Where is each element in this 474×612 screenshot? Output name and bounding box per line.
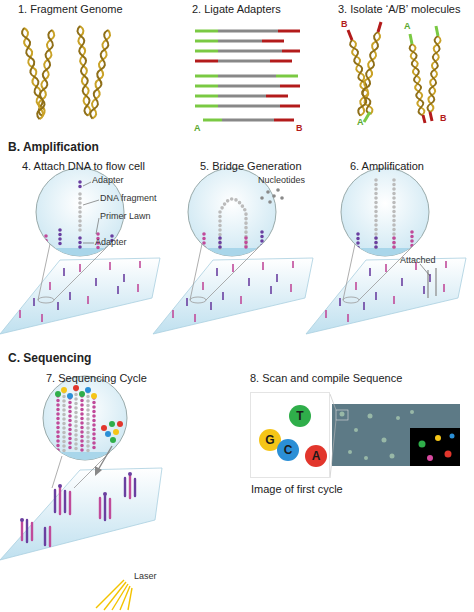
step-title: 5. Bridge Generation xyxy=(200,160,302,172)
base-letter: G xyxy=(265,434,274,446)
dna-helix xyxy=(427,36,441,113)
section-heading: B. Amplification xyxy=(8,141,99,154)
magnifier-bridge xyxy=(182,168,284,303)
dna-helix xyxy=(77,26,91,116)
callout-label: Primer Lawn xyxy=(100,212,151,222)
dna-helix xyxy=(37,30,55,120)
base-circle: A xyxy=(305,445,327,467)
dna-helix xyxy=(89,29,111,119)
genome-fragments xyxy=(21,26,111,120)
flow-cell xyxy=(306,258,466,334)
adapter-letter: A xyxy=(357,118,364,128)
ligated-fragments xyxy=(195,31,300,120)
base-letter: C xyxy=(284,444,293,456)
step-title: 3. Isolate ‘A/B’ molecules xyxy=(338,3,460,15)
adapter-letter: B xyxy=(440,114,447,124)
cycle-image xyxy=(330,394,460,478)
base-letter: T xyxy=(296,410,303,422)
callout-label: Laser xyxy=(134,572,157,582)
laser-beam xyxy=(96,580,132,610)
dna-helix xyxy=(21,27,46,116)
step-title: 2. Ligate Adapters xyxy=(192,3,281,15)
adapter-letter: B xyxy=(296,124,303,134)
base-letter: A xyxy=(312,450,321,462)
nucleotide-mix xyxy=(101,421,123,443)
callout-label: DNA fragment xyxy=(100,194,157,204)
image-box: Image of first cycleGTCA xyxy=(250,392,330,478)
adapter-letter: A xyxy=(404,22,411,32)
base-circle: T xyxy=(289,405,311,427)
base-circle: C xyxy=(277,439,299,461)
step-title: 8. Scan and compile Sequence xyxy=(250,372,402,384)
callout-label: Attached xyxy=(400,256,436,266)
flow-cell xyxy=(0,258,160,334)
dna-helix xyxy=(409,44,425,116)
magnifier-amplify xyxy=(335,168,436,303)
dna-helix xyxy=(357,31,381,116)
step-title: 4. Attach DNA to flow cell xyxy=(22,160,145,172)
nucleotides xyxy=(260,188,284,204)
callout-label: Adapter xyxy=(95,238,127,248)
step-title: 7. Sequencing Cycle xyxy=(46,372,147,384)
magnifier-attach xyxy=(30,168,130,303)
sequencing-flow-cell xyxy=(0,376,162,610)
callout-label: Nucleotides xyxy=(258,176,305,186)
ab-molecules xyxy=(348,22,441,123)
adapter-letter: A xyxy=(194,124,201,134)
callout-label: Adapter xyxy=(92,176,124,186)
image-caption: Image of first cycle xyxy=(251,483,343,495)
flow-cell xyxy=(153,258,313,334)
adapter-letter: B xyxy=(341,20,348,30)
step-title: 6. Amplification xyxy=(350,160,424,172)
section-heading: C. Sequencing xyxy=(8,352,91,365)
step-title: 1. Fragment Genome xyxy=(18,3,123,15)
